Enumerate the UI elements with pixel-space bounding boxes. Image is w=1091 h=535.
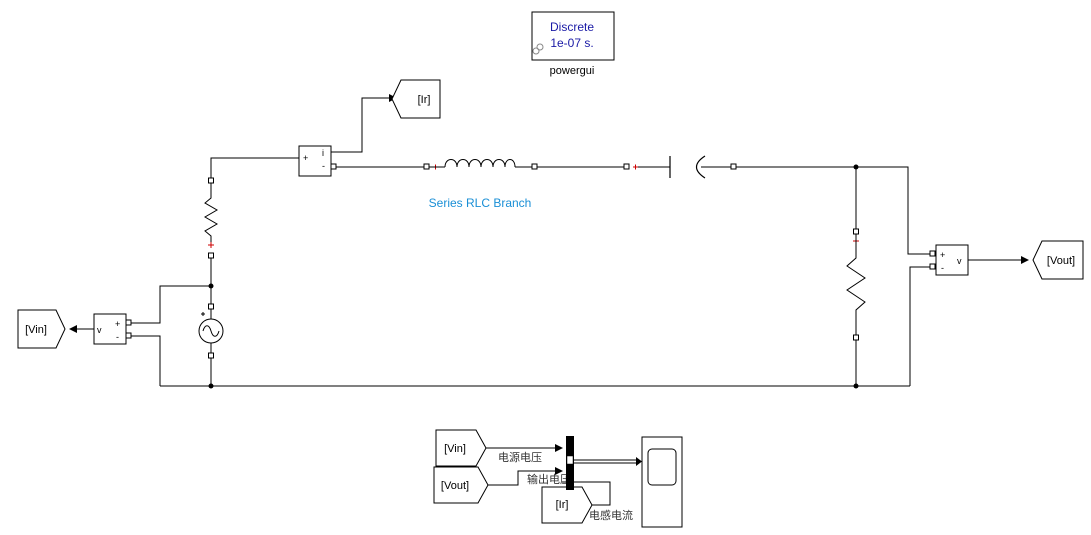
link-icon xyxy=(532,43,544,55)
current-meas-out: i xyxy=(322,148,324,158)
powergui-name: powergui xyxy=(550,65,595,77)
vout-meas-minus: - xyxy=(941,263,944,273)
left-voltage-measurement-block[interactable]: v + - xyxy=(93,313,132,345)
current-meas-plus: + xyxy=(303,153,308,163)
powergui-solver-type: Discrete xyxy=(550,20,594,34)
sine-wave-icon xyxy=(202,325,220,337)
vin-meas-minus: - xyxy=(116,332,119,342)
goto-ir-label: [Ir] xyxy=(418,94,431,106)
ac-voltage-source[interactable] xyxy=(198,303,224,359)
current-meas-minus: - xyxy=(322,161,325,171)
from-vout-block[interactable]: [Vout] xyxy=(433,466,489,504)
from-vout-label: [Vout] xyxy=(441,480,469,492)
goto-vin-block[interactable]: [Vin] xyxy=(17,309,66,349)
vout-meas-out: v xyxy=(957,256,962,266)
left-resistor[interactable] xyxy=(204,177,218,259)
circuit-wires xyxy=(128,157,933,387)
powergui-sample-time: 1e-07 s. xyxy=(550,36,593,50)
vin-meas-out: v xyxy=(97,325,102,335)
series-rlc-inductor[interactable] xyxy=(423,159,538,170)
scope-screen-icon xyxy=(647,448,677,486)
scope-block[interactable] xyxy=(641,436,683,528)
goto-vout-label: [Vout] xyxy=(1047,255,1075,267)
current-measurement-block[interactable]: + - i xyxy=(298,145,337,177)
goto-vout-block[interactable]: [Vout] xyxy=(1032,240,1084,280)
right-voltage-measurement-block[interactable]: + - v xyxy=(929,244,969,276)
mux-block[interactable] xyxy=(566,436,574,490)
from-ir-block[interactable]: [Ir] xyxy=(541,486,593,524)
powergui-block[interactable]: Discrete 1e-07 s. xyxy=(531,11,615,61)
from-vin-block[interactable]: [Vin] xyxy=(435,429,487,467)
series-rlc-capacitor[interactable] xyxy=(623,155,737,179)
from-vin-label: [Vin] xyxy=(444,443,466,455)
junction-dots xyxy=(208,164,859,389)
rlc-branch-name: Series RLC Branch xyxy=(429,196,532,210)
from-ir-label: [Ir] xyxy=(556,499,569,511)
vin-meas-plus: + xyxy=(115,319,120,329)
goto-vin-label: [Vin] xyxy=(25,324,47,336)
right-resistor[interactable] xyxy=(846,228,866,341)
signal-label-ir: 电感电流 xyxy=(589,508,633,522)
goto-ir-block[interactable]: [Ir] xyxy=(391,79,441,119)
signal-label-vin: 电源电压 xyxy=(498,450,542,464)
vout-meas-plus: + xyxy=(940,250,945,260)
signal-label-vout: 输出电压 xyxy=(527,472,571,486)
